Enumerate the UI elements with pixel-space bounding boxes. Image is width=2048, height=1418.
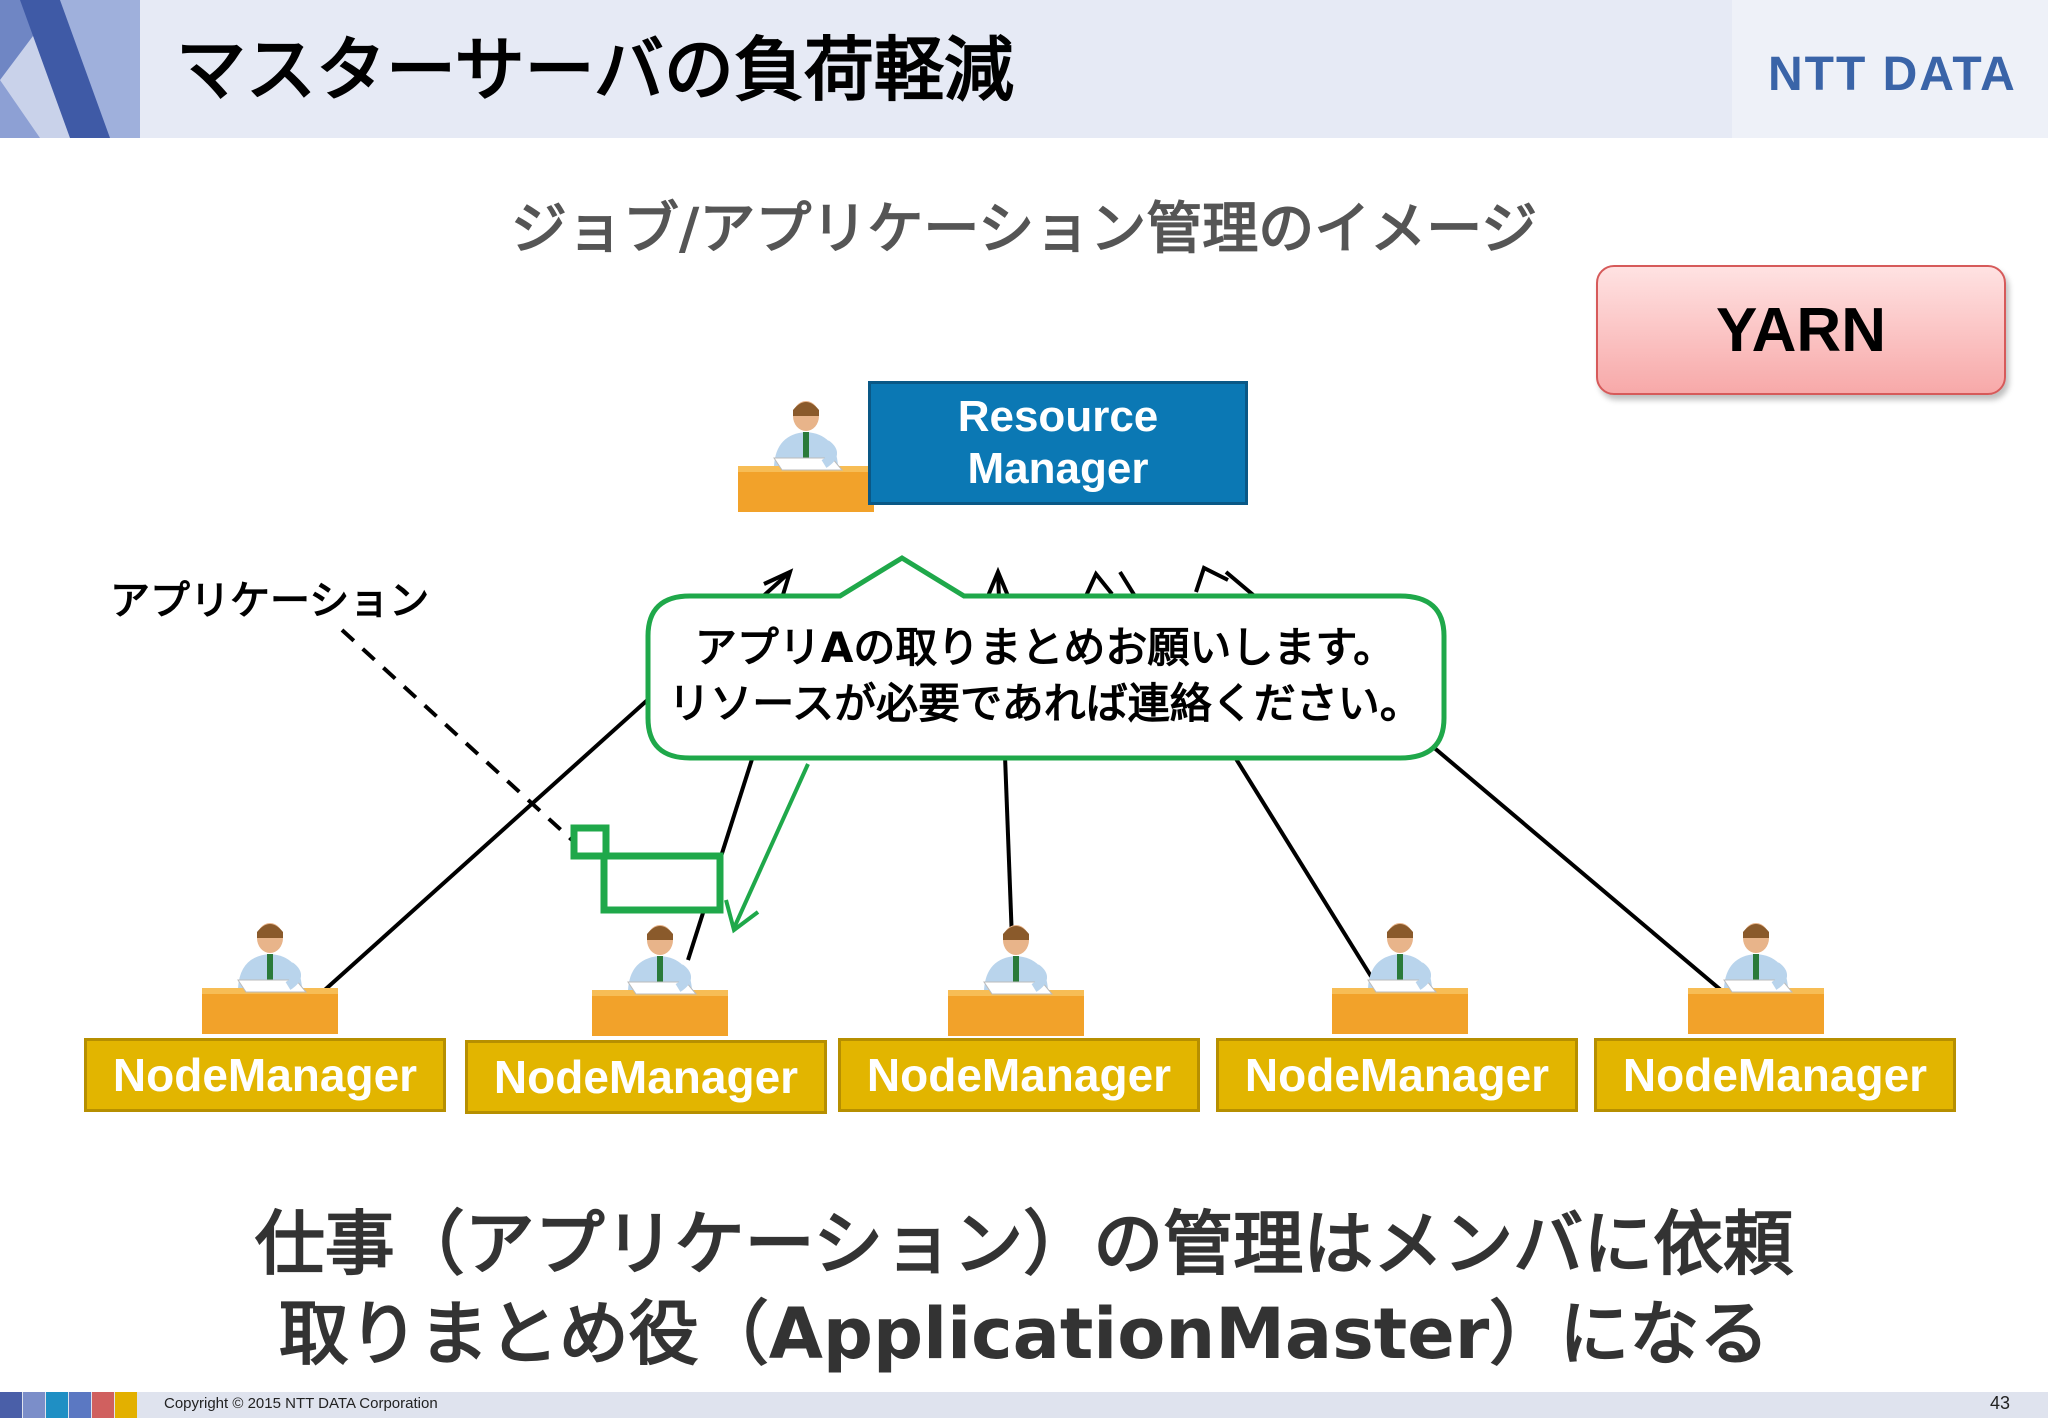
summary-line2: 取りまとめ役（ApplicationMaster）になる [278,1293,1770,1375]
resource-manager-box: Resource Manager [868,381,1248,505]
node-manager-3: NodeManager [838,1038,1200,1112]
resource-manager-line1: Resource [957,392,1159,441]
company-logo: NTT DATA [1768,48,2017,101]
bubble-line2: リソースが必要であれば連絡ください。 [668,679,1422,728]
node-manager-1: NodeManager [84,1038,446,1112]
page-number: 43 [1990,1393,2011,1413]
footer-swatch [69,1392,91,1418]
footer-swatch [46,1392,68,1418]
footer-swatch [115,1392,137,1418]
footer-swatch [92,1392,114,1418]
footer-bar [0,1392,2048,1418]
footer-swatch [23,1392,45,1418]
footer-swatch [0,1392,22,1418]
node-manager-4: NodeManager [1216,1038,1578,1112]
header-bar [0,0,2048,138]
page-title: マスターサーバの負荷軽減 [176,29,1014,111]
yarn-badge: YARN [1596,265,2006,395]
copyright-text: Copyright © 2015 NTT DATA Corporation [164,1395,438,1412]
node-manager-2: NodeManager [465,1040,827,1114]
speech-bubble-text: アプリAの取りまとめお願いします。 リソースが必要であれば連絡ください。 [650,620,1440,732]
resource-manager-line2: Manager [967,444,1149,493]
diagram-subtitle: ジョブ/アプリケーション管理のイメージ [510,197,1538,262]
bubble-line1: アプリAの取りまとめお願いします。 [694,623,1396,672]
header-decoration-icon [0,0,140,138]
header-brand-area [1732,0,2048,138]
summary-line1: 仕事（アプリケーション）の管理はメンバに依頼 [254,1203,1794,1285]
application-label: アプリケーション [110,578,430,624]
node-manager-5: NodeManager [1594,1038,1956,1112]
